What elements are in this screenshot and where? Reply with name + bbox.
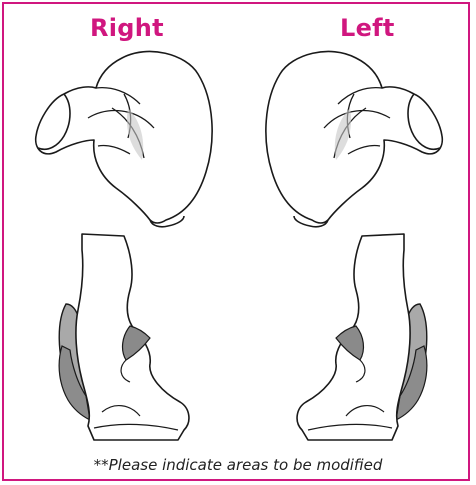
left-ear-side-drawing (284, 226, 434, 456)
right-ear-top-drawing (28, 48, 228, 233)
left-ear-top-drawing (250, 48, 450, 233)
right-ear-side-drawing (52, 226, 202, 456)
modification-note: **Please indicate areas to be modified (0, 456, 476, 474)
left-ear-label: Left (340, 14, 395, 42)
right-ear-label: Right (90, 14, 164, 42)
